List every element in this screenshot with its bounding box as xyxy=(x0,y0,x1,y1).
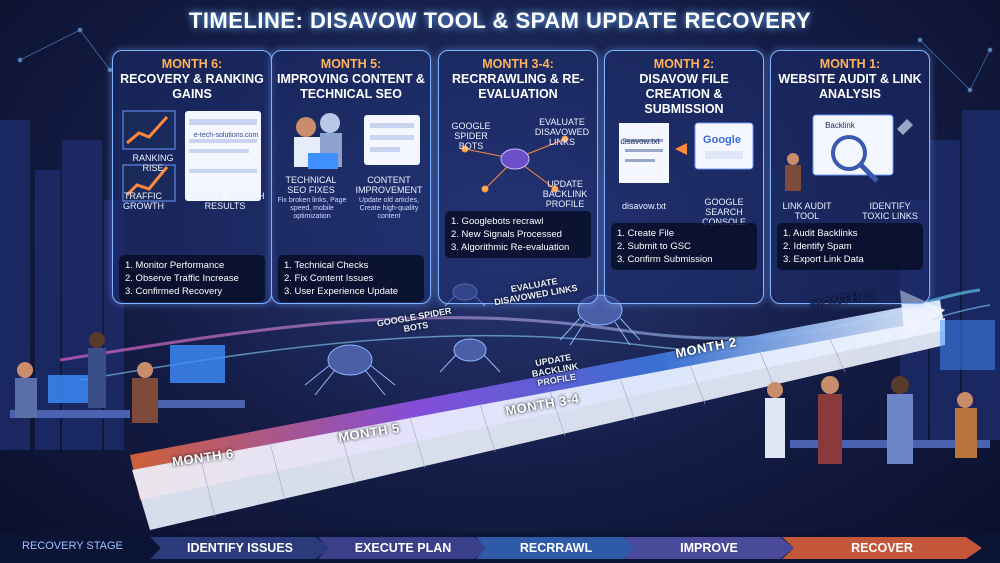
step-item: 3. Confirmed Recovery xyxy=(125,286,223,297)
step-item: 1. Technical Checks xyxy=(284,260,369,271)
subcaption-content: Update old articles, Create high-quality… xyxy=(359,197,419,220)
step-item: 2. New Signals Processed xyxy=(451,229,562,240)
panel-heading: MONTH 5: IMPROVING CONTENT & TECHNICAL S… xyxy=(272,57,430,102)
panel-month-1: MONTH 1: WEBSITE AUDIT & LINK ANALYSIS B… xyxy=(770,50,930,304)
panel-month-6: MONTH 6: RECOVERY & RANKING GAINS RANKIN… xyxy=(112,50,272,304)
step-item: 1. Create File xyxy=(617,228,675,239)
step-item: 1. Audit Backlinks xyxy=(783,228,858,239)
panel-month-5: MONTH 5: IMPROVING CONTENT & TECHNICAL S… xyxy=(271,50,431,304)
step-item: 2. Identify Spam xyxy=(783,241,852,252)
panel-title: RECOVERY & RANKING GAINS xyxy=(120,72,264,101)
caption-google-results: GOOGLE SEARCH RESULTS xyxy=(185,191,265,211)
recovery-stage-label: RECOVERY STAGE xyxy=(22,540,123,552)
step-list: 1. Monitor Performance 2. Observe Traffi… xyxy=(119,255,265,302)
caption-disavow-file: disavow.txt xyxy=(621,201,667,211)
caption-content-improvement: CONTENT IMPROVEMENT xyxy=(355,175,423,195)
step-list: 1. Technical Checks 2. Fix Content Issue… xyxy=(278,255,424,302)
caption-toxic-links: IDENTIFY TOXIC LINKS xyxy=(862,201,918,221)
step-item: 2. Observe Traffic Increase xyxy=(125,273,239,284)
stage-improve: IMPROVE xyxy=(624,537,794,559)
panel-month-label: MONTH 6: xyxy=(161,57,223,71)
caption-evaluate-links: EVALUATE DISAVOWED LINKS xyxy=(534,117,590,147)
result-url: e-tech-solutions.com xyxy=(193,132,259,139)
stage-recrawl: RECRRAWL xyxy=(476,537,636,559)
people-right xyxy=(765,320,995,464)
caption-ranking-rise: RANKING RISE xyxy=(132,153,174,173)
panel-title: DISAVOW FILE CREATION & SUBMISSION xyxy=(639,72,729,116)
file-name: disavow.txt xyxy=(620,137,660,146)
technician-robot-icon xyxy=(294,113,420,169)
panel-title: IMPROVING CONTENT & TECHNICAL SEO xyxy=(277,72,425,101)
step-item: 3. Export Link Data xyxy=(783,254,864,265)
spider-network-icon xyxy=(461,135,569,193)
panel-title: RECRRAWLING & RE-EVALUATION xyxy=(452,72,584,101)
panel-month-3-4: MONTH 3-4: RECRRAWLING & RE-EVALUATION G… xyxy=(438,50,598,304)
ranking-chart-icon xyxy=(122,110,261,202)
caption-search-console: GOOGLE SEARCH CONSOLE xyxy=(701,197,746,227)
caption-technical-seo: TECHNICAL SEO FIXES xyxy=(285,175,337,195)
panel-month-label: MONTH 5: xyxy=(320,57,382,71)
caption-update-profile: UPDATE BACKLINK PROFILE xyxy=(542,179,588,209)
panel-heading: MONTH 1: WEBSITE AUDIT & LINK ANALYSIS xyxy=(771,57,929,102)
panel-month-label: MONTH 2: xyxy=(653,57,715,71)
panel-title: WEBSITE AUDIT & LINK ANALYSIS xyxy=(778,72,922,101)
step-list: 1. Create File 2. Submit to GSC 3. Confi… xyxy=(611,223,757,270)
calendar-grid xyxy=(199,338,846,518)
google-logo-text: Google xyxy=(703,134,741,146)
panel-heading: MONTH 2: DISAVOW FILE CREATION & SUBMISS… xyxy=(605,57,763,117)
step-item: 1. Googlebots recrawl xyxy=(451,216,544,227)
step-item: 3. Confirm Submission xyxy=(617,254,713,265)
tool-label: Backlink xyxy=(825,121,855,130)
subcaption-technical: Fix broken links, Page speed, mobile opt… xyxy=(277,197,347,220)
panel-heading: MONTH 6: RECOVERY & RANKING GAINS xyxy=(113,57,271,102)
step-item: 3. User Experience Update xyxy=(284,286,399,297)
stage-identify-issues: IDENTIFY ISSUES xyxy=(150,537,330,559)
stage-recover: RECOVER xyxy=(782,537,982,559)
step-item: 2. Submit to GSC xyxy=(617,241,691,252)
people-left xyxy=(10,332,245,423)
calendar-strip xyxy=(132,318,945,530)
step-item: 2. Fix Content Issues xyxy=(284,273,374,284)
step-item: 3. Algorithmic Re-evaluation xyxy=(451,242,570,253)
panel-month-label: MONTH 1: xyxy=(819,57,881,71)
step-list: 1. Googlebots recrawl 2. New Signals Pro… xyxy=(445,211,591,258)
caption-link-audit: LINK AUDIT TOOL xyxy=(782,201,832,221)
caption-traffic-growth: TRAFFIC GROWTH xyxy=(123,191,164,211)
page-title: TIMELINE: DISAVOW TOOL & SPAM UPDATE REC… xyxy=(188,8,812,33)
link-audit-icon xyxy=(785,114,913,191)
step-list: 1. Audit Backlinks 2. Identify Spam 3. E… xyxy=(777,223,923,270)
panel-heading: MONTH 3-4: RECRRAWLING & RE-EVALUATION xyxy=(439,57,597,102)
step-item: 1. Monitor Performance xyxy=(125,260,225,271)
network-graphic xyxy=(17,27,993,93)
panel-month-label: MONTH 3-4: xyxy=(482,57,554,71)
file-submit-icon xyxy=(619,122,754,183)
panel-month-2: MONTH 2: DISAVOW FILE CREATION & SUBMISS… xyxy=(604,50,764,304)
caption-spider-bots: GOOGLE SPIDER BOTS xyxy=(451,121,491,151)
stage-execute-plan: EXECUTE PLAN xyxy=(318,537,488,559)
